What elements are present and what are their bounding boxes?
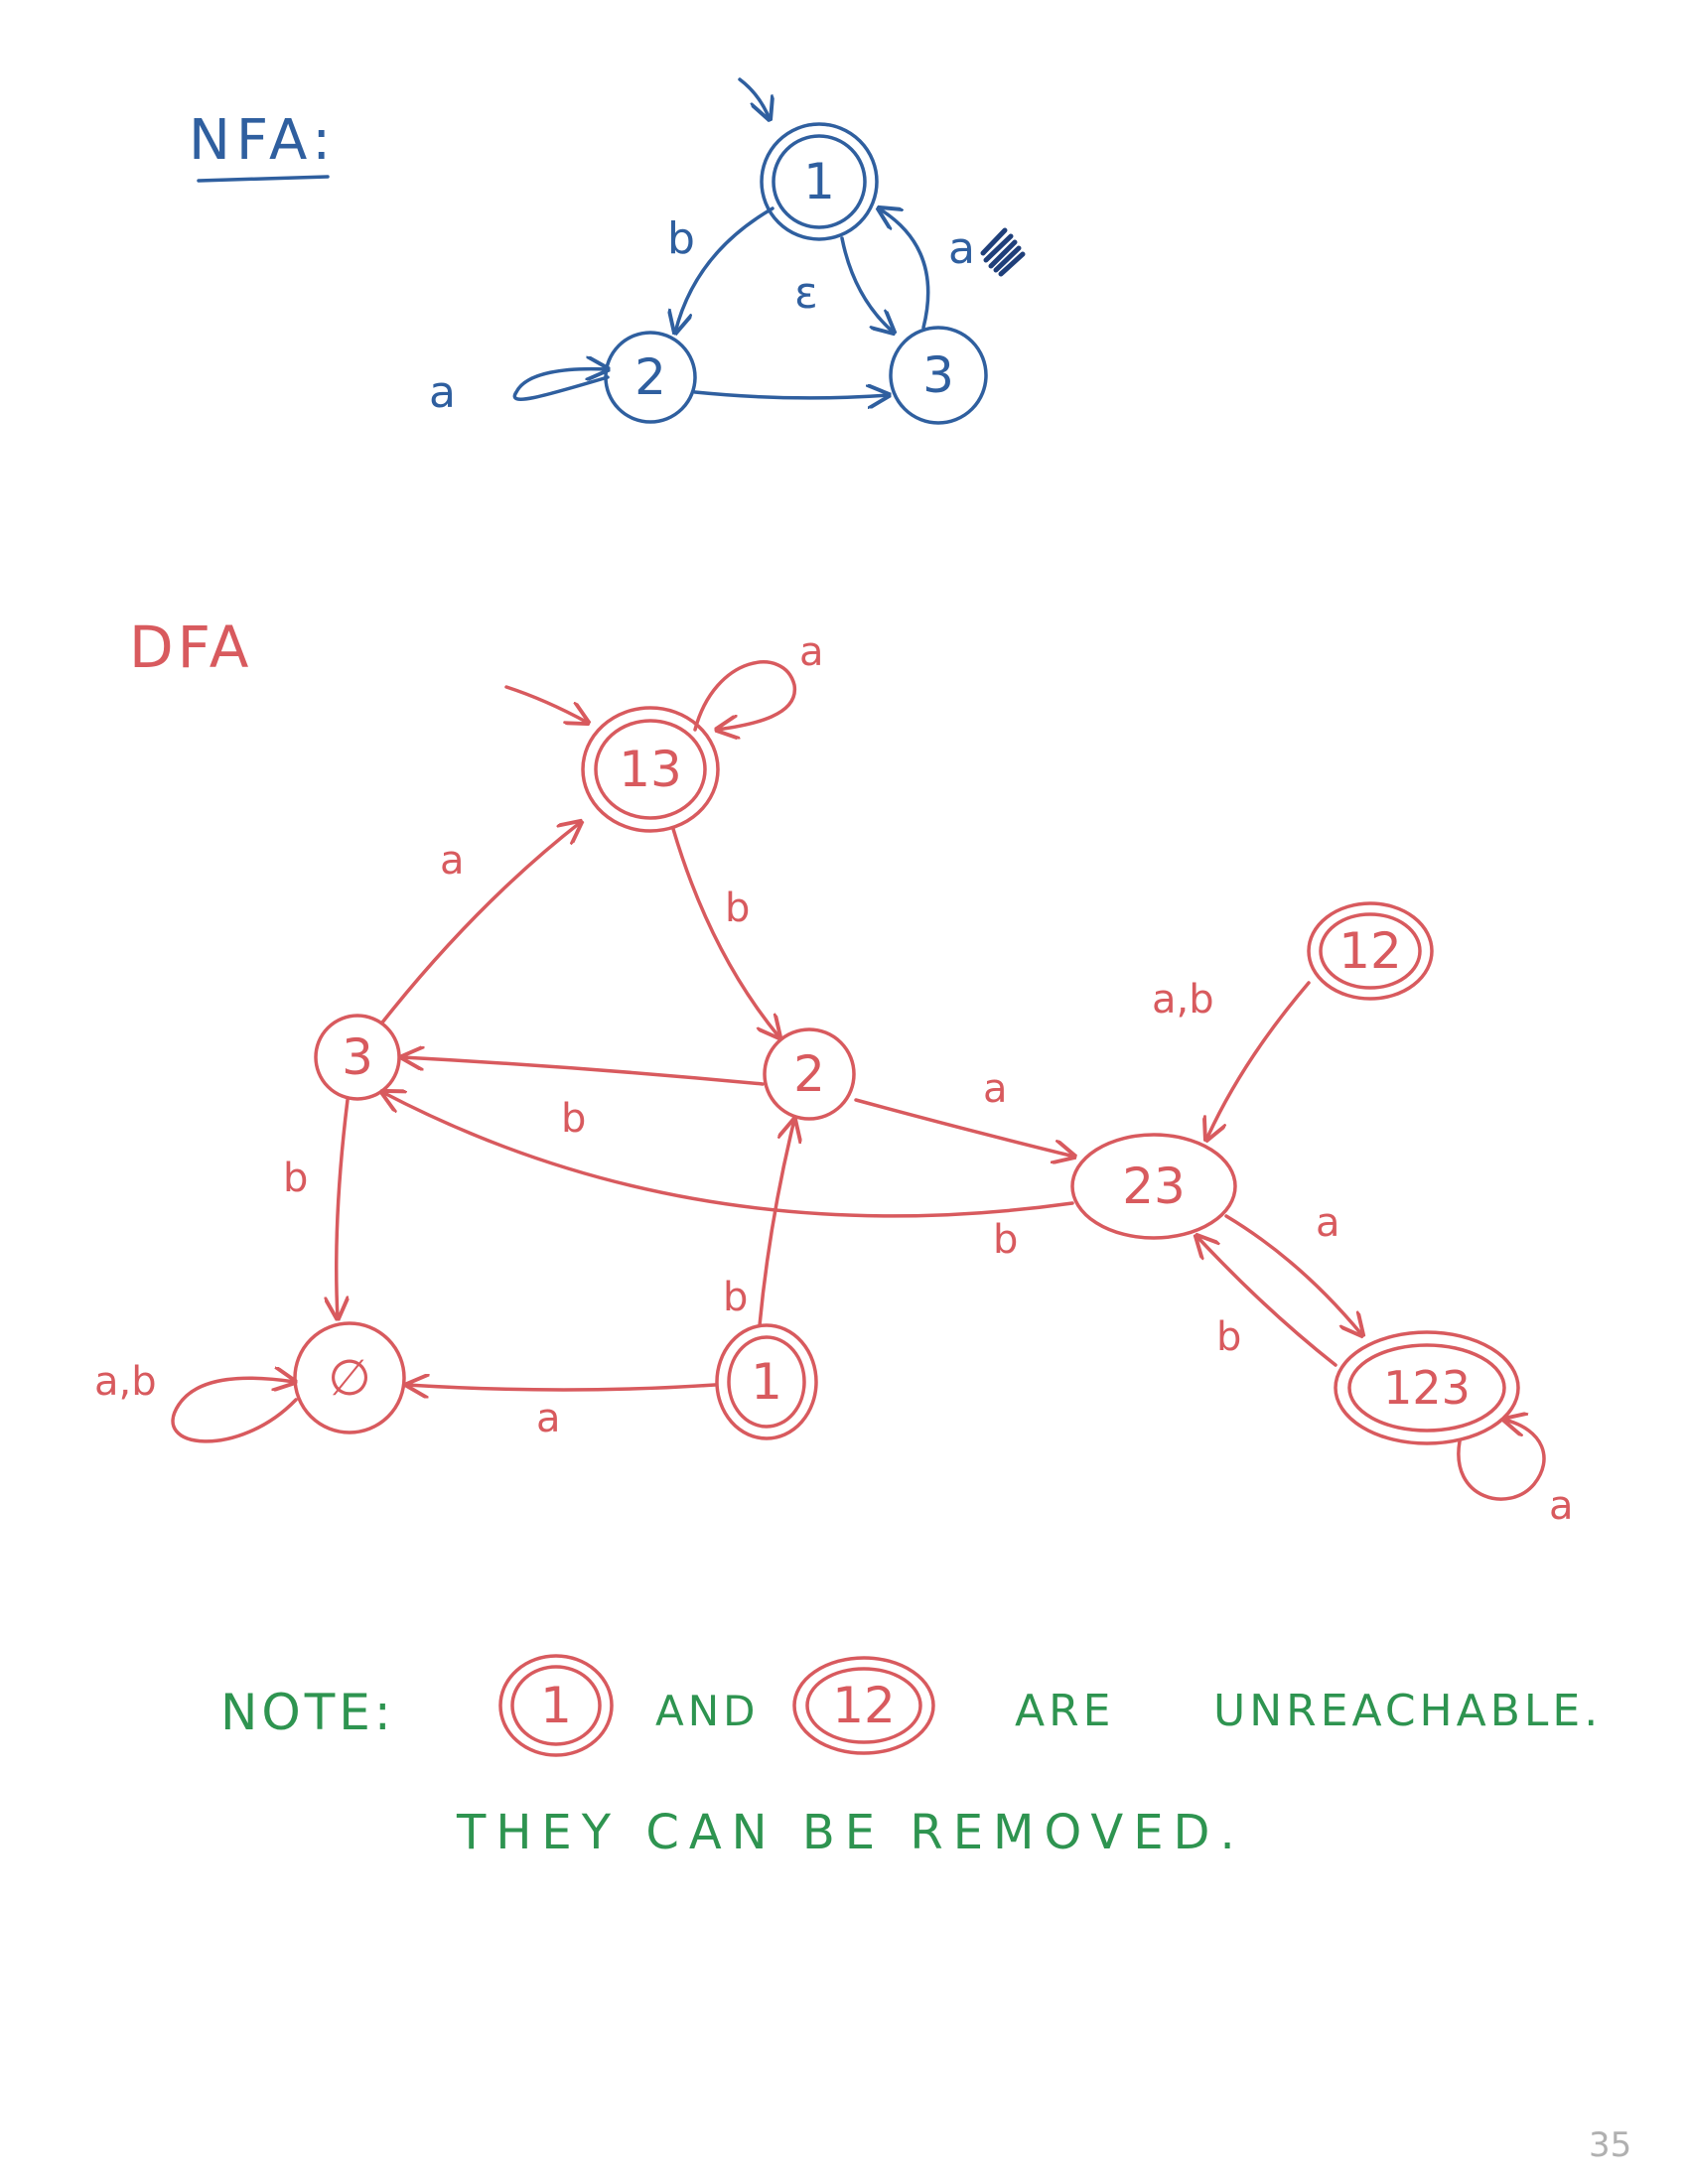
- nfa-edge-2-loop-label: a: [429, 367, 456, 418]
- nfa-edge-1-3: [840, 236, 894, 333]
- dfa-edge-23-3-label: b: [993, 1217, 1018, 1263]
- dfa-edge-empty-loop: [171, 1378, 296, 1443]
- dfa-edge-23-3: [382, 1092, 1074, 1218]
- note-state-1: 1: [498, 1654, 614, 1757]
- dfa-edge-1-empty-label: a: [536, 1396, 561, 1441]
- dfa-edge-3-13: [380, 822, 581, 1024]
- nfa-title-underline: [197, 175, 330, 183]
- dfa-edge-12-23: [1206, 981, 1311, 1140]
- note-prefix: NOTE:: [220, 1684, 395, 1741]
- dfa-state-12: 12: [1307, 901, 1434, 1001]
- dfa-state-1-label: 1: [751, 1353, 782, 1411]
- dfa-edge-1-empty: [407, 1385, 717, 1390]
- note-unreachable: UNREACHABLE.: [1213, 1686, 1602, 1736]
- note-state-1-label: 1: [540, 1677, 572, 1734]
- dfa-edge-2-3: [402, 1057, 765, 1086]
- dfa-edge-23-123-label: a: [1316, 1200, 1340, 1246]
- dfa-diagram: DFA 13 3 2 12 23: [94, 614, 1574, 1529]
- nfa-diagram: NFA: 1 2 3 b ε a a: [189, 77, 1026, 425]
- nfa-state-3-label: 3: [922, 346, 954, 404]
- scribble-mark: [980, 227, 1026, 277]
- dfa-state-123: 123: [1334, 1330, 1520, 1445]
- dfa-edge-123-loop-label: a: [1549, 1483, 1574, 1529]
- dfa-state-12-label: 12: [1338, 922, 1402, 980]
- nfa-edge-1-3-label: ε: [794, 268, 818, 319]
- dfa-edge-3-empty-label: b: [283, 1156, 308, 1201]
- note-and: AND: [655, 1687, 760, 1735]
- page-number: 35: [1589, 2125, 1631, 2165]
- dfa-edge-1-2-label: b: [723, 1275, 748, 1320]
- nfa-state-1-label: 1: [803, 153, 835, 210]
- dfa-edge-2-23: [854, 1098, 1074, 1157]
- dfa-start-arrow: [504, 685, 588, 723]
- nfa-state-2-label: 2: [634, 348, 666, 406]
- note-state-12: 12: [792, 1656, 935, 1755]
- dfa-edge-12-23-label: a,b: [1152, 977, 1214, 1023]
- dfa-state-13: 13: [581, 706, 720, 833]
- nfa-title: NFA:: [189, 108, 337, 173]
- dfa-edge-3-empty: [337, 1098, 348, 1318]
- dfa-edge-123-loop: [1457, 1420, 1546, 1501]
- note-block: NOTE: 1 AND 12 ARE UNREACHABLE. THEY CAN…: [220, 1654, 1602, 1860]
- dfa-edge-13-2-label: b: [725, 886, 750, 931]
- nfa-state-3: 3: [889, 326, 988, 425]
- dfa-state-2: 2: [763, 1027, 856, 1121]
- dfa-state-3-label: 3: [342, 1028, 373, 1086]
- dfa-edge-123-23-label: b: [1216, 1314, 1241, 1360]
- dfa-edge-23-123: [1224, 1214, 1362, 1335]
- note-state-12-label: 12: [832, 1677, 896, 1734]
- dfa-edge-1-2: [758, 1120, 794, 1327]
- nfa-edge-3-1-label: a: [948, 223, 975, 274]
- note-removed: THEY CAN BE REMOVED.: [456, 1805, 1245, 1860]
- dfa-state-23-label: 23: [1122, 1158, 1186, 1215]
- nfa-edge-2-3: [693, 392, 889, 398]
- nfa-edge-1-2: [675, 206, 774, 333]
- dfa-state-23: 23: [1070, 1133, 1237, 1240]
- nfa-state-2: 2: [604, 331, 697, 424]
- nfa-edge-1-2-label: b: [667, 213, 695, 264]
- nfa-state-1: 1: [760, 122, 879, 241]
- dfa-edge-3-13-label: a: [440, 838, 465, 884]
- dfa-edge-13-2: [671, 827, 779, 1037]
- note-are: ARE: [1015, 1686, 1114, 1736]
- dfa-state-123-label: 123: [1383, 1361, 1471, 1415]
- dfa-state-2-label: 2: [793, 1045, 825, 1103]
- dfa-state-13-label: 13: [619, 741, 682, 798]
- dfa-edge-123-23: [1196, 1236, 1337, 1367]
- nfa-edge-2-loop: [512, 369, 608, 401]
- dfa-state-empty: ∅: [293, 1321, 406, 1434]
- dfa-state-3: 3: [314, 1014, 401, 1101]
- dfa-edge-empty-loop-label: a,b: [94, 1359, 157, 1405]
- nfa-edge-3-1: [879, 208, 930, 330]
- dfa-state-1: 1: [715, 1323, 818, 1440]
- dfa-title: DFA: [129, 614, 252, 681]
- dfa-state-empty-label: ∅: [328, 1349, 371, 1407]
- dfa-edge-13-loop: [693, 660, 796, 730]
- dfa-edge-2-3-label: b: [561, 1096, 586, 1142]
- dfa-edge-13-loop-label: a: [799, 629, 824, 675]
- dfa-edge-2-23-label: a: [983, 1066, 1008, 1112]
- nfa-start-arrow: [738, 77, 770, 119]
